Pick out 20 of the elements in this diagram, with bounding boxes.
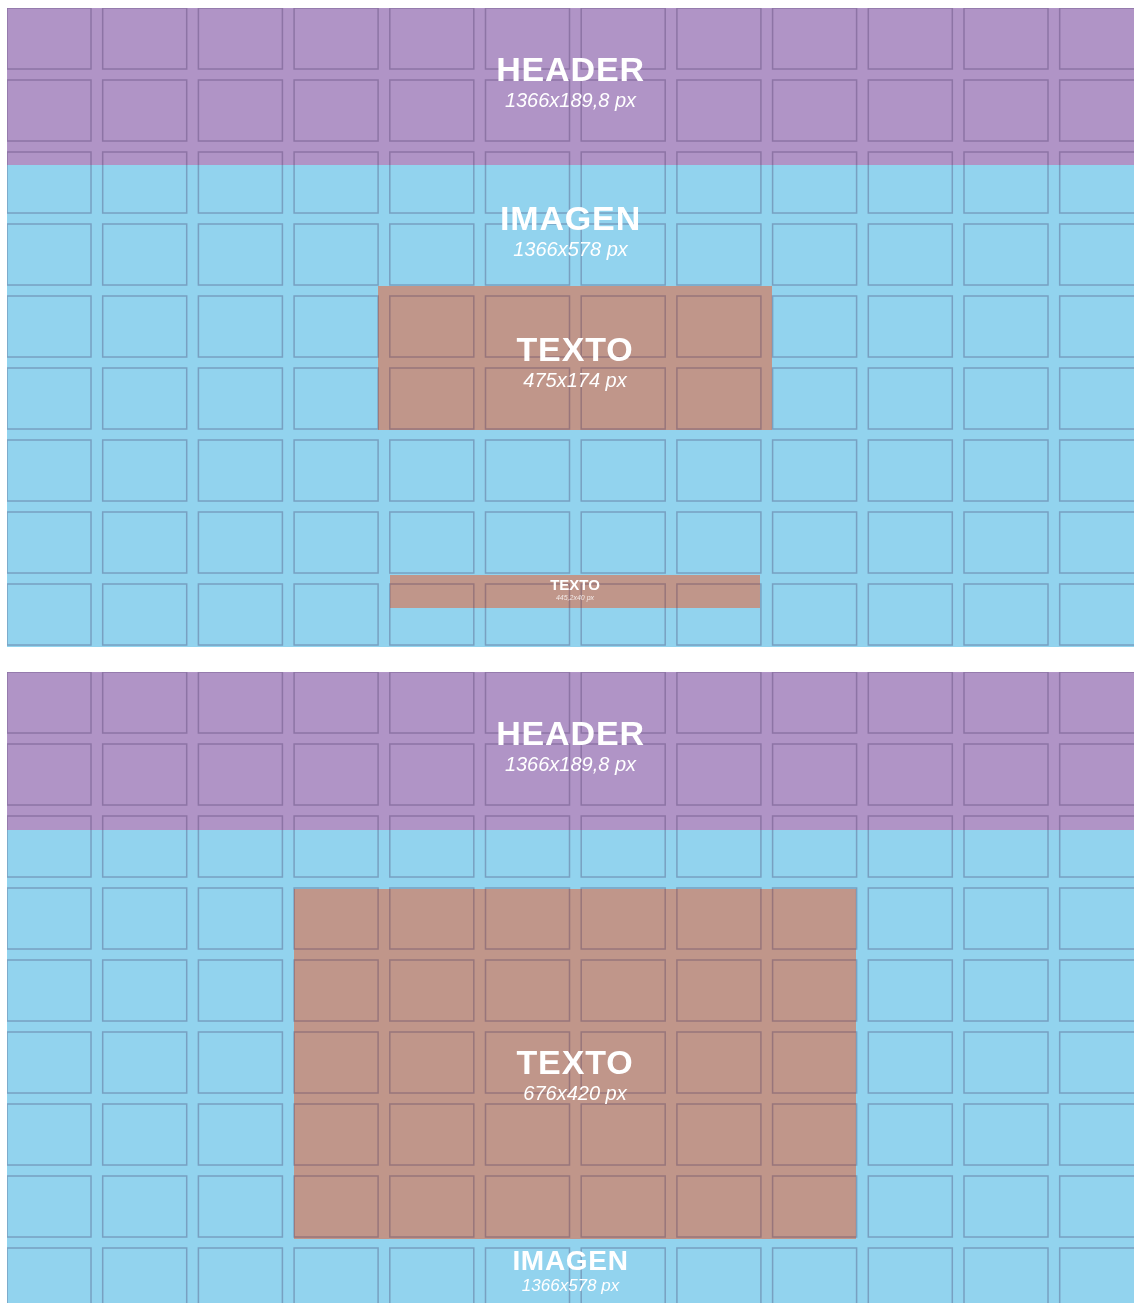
dimension-text: 1366x578 px <box>513 237 628 261</box>
image-area <box>7 830 1134 1303</box>
header-band <box>7 672 1134 830</box>
section-title: IMAGEN <box>512 1246 629 1276</box>
dimension-text: 1366x578 px <box>521 1276 620 1296</box>
section-title: TEXTO <box>550 577 600 593</box>
dimension-text: 475x174 px <box>523 368 627 392</box>
text-block <box>294 889 856 1239</box>
section-title: IMAGEN <box>499 199 642 237</box>
text-block <box>378 286 772 430</box>
header-band <box>7 8 1134 165</box>
section-title: TEXTO <box>516 1043 634 1081</box>
text-block <box>390 575 760 608</box>
dimension-text: 1366x189,8 px <box>504 752 637 776</box>
dimension-text: 1366x189,8 px <box>504 88 637 112</box>
dimension-text: 676x420 px <box>523 1081 627 1105</box>
image-area <box>7 165 1134 647</box>
section-title: TEXTO <box>516 330 634 368</box>
section-title: HEADER <box>496 714 645 752</box>
section-title: HEADER <box>496 50 645 88</box>
